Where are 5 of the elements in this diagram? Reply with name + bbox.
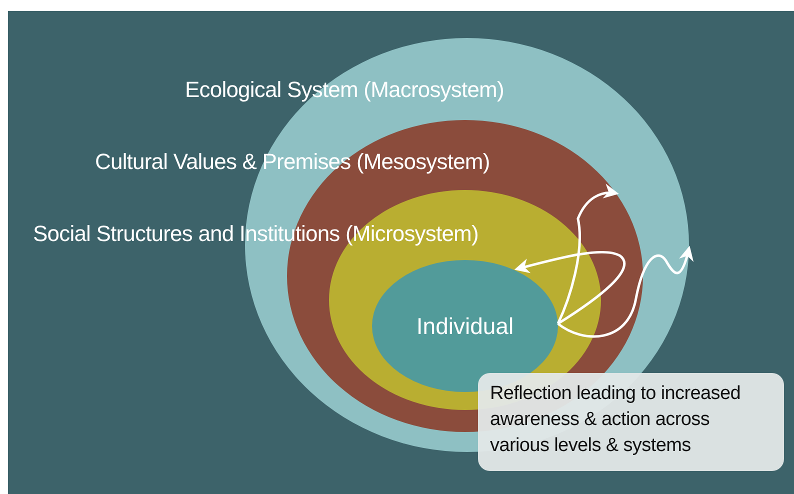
individual-label: Individual (415, 312, 515, 341)
note-box: Reflection leading to increased awareness & action across various levels & systems (478, 373, 784, 471)
curved-arrow (514, 250, 626, 325)
curved-arrow (557, 246, 694, 338)
curved-arrow (556, 184, 619, 324)
